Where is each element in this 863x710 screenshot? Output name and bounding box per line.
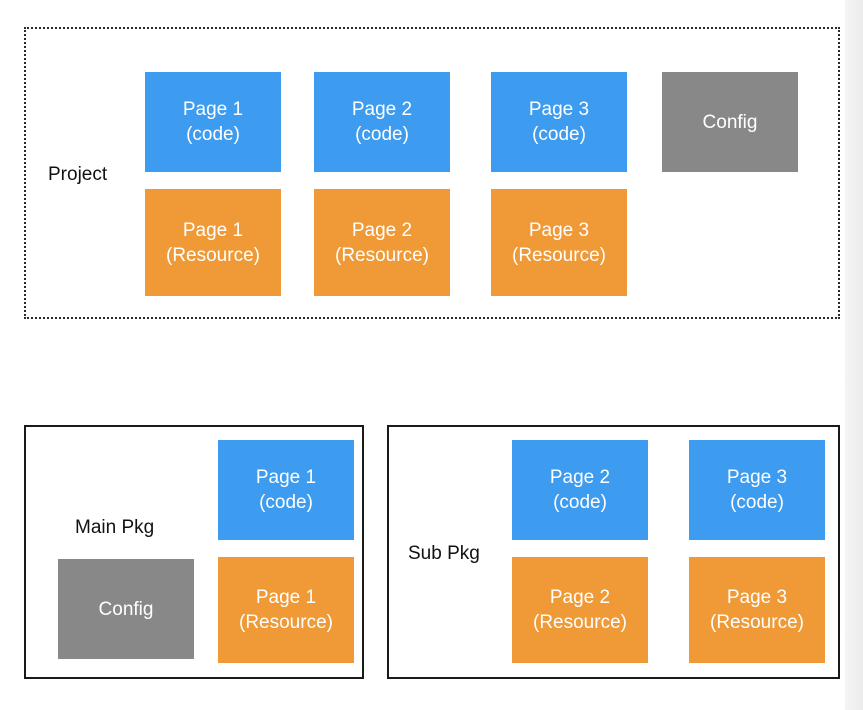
block-line: (code) bbox=[355, 124, 409, 145]
project-page2-resource-block: Page 2 (Resource) bbox=[314, 189, 450, 296]
scrollbar-track bbox=[845, 0, 863, 710]
block-line: Page 3 bbox=[726, 587, 788, 608]
sub-page3-code-block: Page 3 (code) bbox=[689, 440, 825, 540]
block-line: Page 3 bbox=[528, 99, 590, 120]
sub-page2-code-block: Page 2 (code) bbox=[512, 440, 648, 540]
block-line: (code) bbox=[532, 124, 586, 145]
sub-page2-resource-block: Page 2 (Resource) bbox=[512, 557, 648, 663]
main-page1-code-block: Page 1 (code) bbox=[218, 440, 354, 540]
sub-pkg-label: Sub Pkg bbox=[408, 543, 480, 564]
block-line: Config bbox=[98, 598, 154, 620]
project-frame bbox=[24, 27, 840, 319]
main-pkg-frame bbox=[24, 425, 364, 679]
block-line: Page 2 bbox=[549, 467, 611, 488]
block-line: Page 2 bbox=[351, 99, 413, 120]
sub-pkg-frame bbox=[387, 425, 840, 679]
block-line: Page 1 bbox=[255, 467, 317, 488]
block-line: (Resource) bbox=[533, 612, 627, 633]
project-page2-code-block: Page 2 (code) bbox=[314, 72, 450, 172]
project-page1-code-block: Page 1 (code) bbox=[145, 72, 281, 172]
project-page3-resource-block: Page 3 (Resource) bbox=[491, 189, 627, 296]
main-pkg-label: Main Pkg bbox=[75, 517, 155, 538]
block-line: Page 1 bbox=[182, 99, 244, 120]
project-page1-resource-block: Page 1 (Resource) bbox=[145, 189, 281, 296]
project-page3-code-block: Page 3 (code) bbox=[491, 72, 627, 172]
block-line: Page 1 bbox=[255, 587, 317, 608]
project-config-block: Config bbox=[662, 72, 798, 172]
block-line: Page 3 bbox=[528, 219, 590, 241]
block-line: (Resource) bbox=[335, 244, 429, 266]
block-line: Page 1 bbox=[182, 219, 244, 241]
block-line: (code) bbox=[730, 492, 784, 513]
block-line: (code) bbox=[553, 492, 607, 513]
project-label: Project bbox=[48, 164, 108, 185]
main-page1-resource-block: Page 1 (Resource) bbox=[218, 557, 354, 663]
block-line: Config bbox=[702, 111, 758, 133]
main-config-block: Config bbox=[58, 559, 194, 659]
block-line: (code) bbox=[186, 124, 240, 145]
block-line: (Resource) bbox=[512, 244, 606, 266]
block-line: Page 2 bbox=[549, 587, 611, 608]
block-line: (Resource) bbox=[710, 612, 804, 633]
block-line: Page 3 bbox=[726, 467, 788, 488]
sub-page3-resource-block: Page 3 (Resource) bbox=[689, 557, 825, 663]
block-line: (code) bbox=[259, 492, 313, 513]
block-line: (Resource) bbox=[239, 612, 333, 633]
block-line: Page 2 bbox=[351, 219, 413, 241]
block-line: (Resource) bbox=[166, 244, 260, 266]
